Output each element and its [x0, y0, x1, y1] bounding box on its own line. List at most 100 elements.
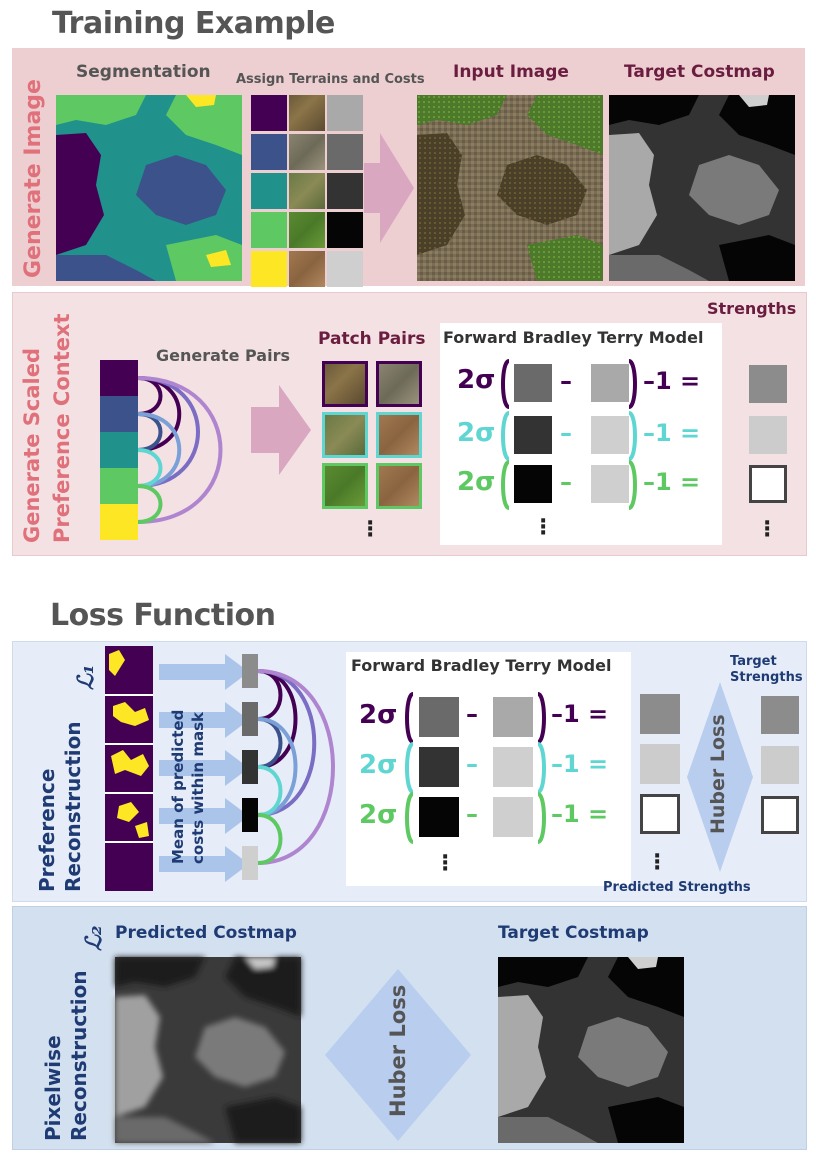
strengths-label: Strengths	[707, 299, 797, 318]
loss-pair-arcs	[257, 669, 335, 865]
eq-row-3-prefix: 2σ	[457, 467, 496, 497]
loss-eq-row-1-prefix: 2σ	[359, 700, 398, 730]
terrain-color-2	[251, 134, 287, 170]
pixelwise-reconstruction-panel: Pixelwise Reconstruction ℒ₂ Predicted Co…	[12, 906, 807, 1150]
pred-cost-bar-5	[242, 846, 258, 880]
predicted-strengths-label: Predicted Strengths	[603, 880, 751, 895]
generate-image-panel: Generate Image Segmentation Assign Terra…	[12, 48, 805, 287]
strength-square-1	[749, 365, 787, 403]
pixel-recon-side-label-1: Pixelwise	[41, 1035, 65, 1141]
forward-model-box-2	[346, 652, 631, 886]
eq-row-2-right-square	[591, 416, 629, 454]
loss-eq-row-1-brackets	[405, 692, 546, 744]
eq-row-1-right-square	[591, 364, 629, 402]
pred-cost-bar-1	[242, 654, 258, 688]
preference-context-panel: Generate Scaled Preference Context Stren…	[12, 292, 807, 556]
terrain-texture-1	[289, 95, 325, 131]
loss-eq-row-3-suffix: –1 =	[551, 800, 609, 828]
loss-eq-row-1-suffix: –1 =	[551, 700, 609, 728]
loss-eq-ellipsis: ···	[441, 845, 450, 882]
pref-context-side-label-2: Preference Context	[50, 313, 74, 543]
target-strength-1	[761, 696, 799, 734]
input-image-label: Input Image	[453, 62, 569, 82]
patch-pair-1a	[322, 361, 368, 407]
patch-pair-3b	[376, 463, 422, 509]
pred-cost-bar-4	[242, 798, 258, 832]
eq-ellipsis-1: ···	[539, 509, 548, 546]
eq-row-2-left-square	[514, 416, 552, 454]
pref-recon-side-label-2: Reconstruction	[61, 721, 85, 892]
terrain-cost-4	[327, 212, 363, 248]
mean-arrows	[159, 654, 249, 882]
pred-cost-bar-2	[242, 702, 258, 736]
loss-eq-row-3-right-square	[493, 797, 533, 837]
pref-color-4	[100, 468, 138, 504]
pref-recon-math: ℒ₁	[73, 664, 99, 690]
patch-pair-3a	[322, 463, 368, 509]
terrain-texture-2	[289, 134, 325, 170]
loss-eq-row-3-prefix: 2σ	[359, 800, 398, 830]
loss-function-title: Loss Function	[50, 598, 276, 633]
terrain-texture-5	[289, 251, 325, 287]
target-costmap-image-2	[498, 957, 684, 1143]
pred-strength-2	[640, 744, 680, 784]
terrain-color-3	[251, 173, 287, 209]
generate-pairs-label: Generate Pairs	[156, 346, 290, 365]
forward-model-label-2: Forward Bradley Terry Model	[351, 656, 612, 675]
terrain-cost-2	[327, 134, 363, 170]
preference-reconstruction-panel: Preference Reconstruction ℒ₁ Mean of pre…	[12, 641, 807, 902]
pred-strength-ellipsis: ···	[653, 844, 662, 881]
loss-eq-row-3-left-square	[419, 797, 459, 837]
eq-row-2-suffix: –1 =	[643, 419, 701, 447]
terrain-color-1	[251, 95, 287, 131]
terrain-cost-1	[327, 95, 363, 131]
huber-double-arrow-icon	[325, 969, 471, 1141]
terrain-color-4	[251, 212, 287, 248]
strength-ellipsis: ···	[763, 511, 772, 548]
eq-row-3-brackets	[501, 460, 637, 510]
strength-square-2	[749, 416, 787, 454]
eq-row-1-brackets	[501, 359, 637, 409]
loss-eq-row-3-brackets	[405, 792, 546, 844]
generate-arrow-icon	[364, 133, 414, 243]
target-strength-2	[761, 746, 799, 784]
loss-eq-row-2-minus: –	[466, 750, 478, 778]
eq-row-1-minus: –	[560, 367, 572, 395]
patch-pair-2a	[322, 412, 368, 458]
target-strength-3	[761, 796, 799, 834]
terrain-cost-5	[327, 251, 363, 287]
terrain-cost-3	[327, 173, 363, 209]
eq-row-1-prefix: 2σ	[457, 365, 496, 395]
target-strengths-label-1: Target	[730, 654, 777, 669]
loss-eq-row-2-left-square	[419, 747, 459, 787]
pref-color-1	[100, 360, 138, 396]
mask-strip	[105, 646, 153, 891]
huber-diamond-icon-1	[687, 682, 753, 872]
patch-pairs-label: Patch Pairs	[318, 329, 426, 349]
target-costmap-label: Target Costmap	[624, 62, 775, 82]
pixel-recon-math: ℒ₂	[81, 925, 107, 951]
predicted-costmap-image	[115, 957, 301, 1143]
pref-color-3	[100, 432, 138, 468]
huber-loss-label-1: Huber Loss	[707, 714, 729, 834]
pref-context-side-label-1: Generate Scaled	[20, 347, 44, 543]
segmentation-label: Segmentation	[76, 62, 211, 82]
assign-terrains-label: Assign Terrains and Costs	[236, 72, 425, 87]
terrain-color-5	[251, 251, 287, 287]
target-strengths-label-2: Strengths	[730, 670, 803, 685]
pref-recon-side-label-1: Preference	[35, 768, 59, 892]
training-example-title: Training Example	[52, 6, 335, 41]
loss-eq-row-1-minus: –	[466, 700, 478, 728]
mean-label-1: Mean of predicted	[169, 709, 187, 864]
loss-eq-row-2-brackets	[405, 742, 546, 794]
eq-row-3-suffix: –1 =	[643, 468, 701, 496]
eq-row-1-left-square	[514, 364, 552, 402]
strength-square-3	[749, 465, 787, 503]
segmentation-map	[56, 95, 242, 281]
eq-row-1-suffix: –1 =	[643, 367, 701, 395]
pred-strength-1	[640, 694, 680, 734]
forward-model-box-1	[440, 323, 722, 545]
eq-row-2-minus: –	[560, 419, 572, 447]
terrain-texture-4	[289, 212, 325, 248]
predicted-costmap-label: Predicted Costmap	[115, 923, 297, 943]
